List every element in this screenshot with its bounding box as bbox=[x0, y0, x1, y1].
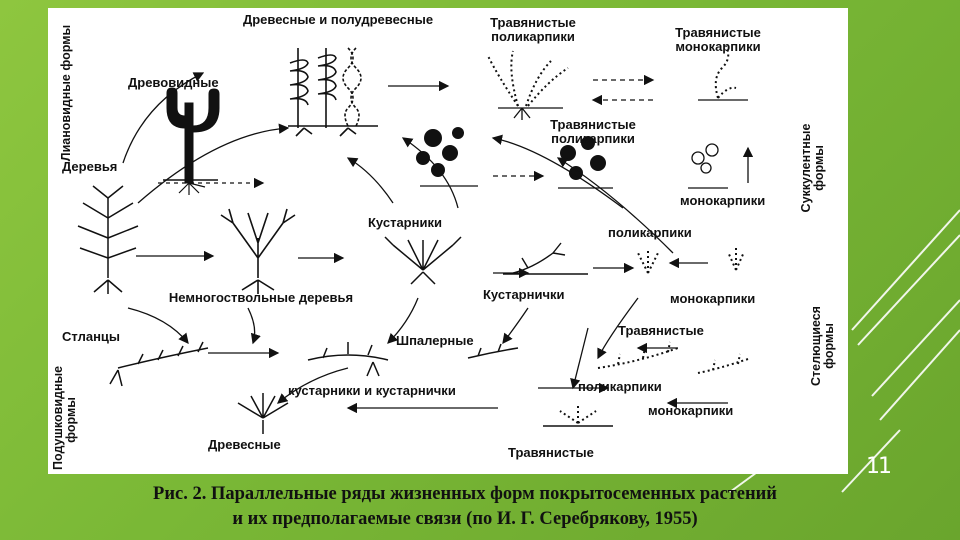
subshrub-icon bbox=[503, 243, 588, 274]
cactus-treelike-icon bbox=[163, 88, 219, 195]
cushion-icon bbox=[238, 393, 613, 434]
label-polycarpics-low: поликарпики bbox=[578, 380, 662, 394]
label-monocarpics-low: монокарпики bbox=[648, 404, 733, 418]
figure-caption: Рис. 2. Параллельные ряды жизненных форм… bbox=[40, 482, 890, 532]
label-woody-semiwoody: Древесные и полудревесные bbox=[238, 13, 438, 27]
label-treelike: Древовидные bbox=[128, 76, 219, 90]
caption-line-1: Рис. 2. Параллельные ряды жизненных форм… bbox=[40, 482, 890, 507]
label-monocarpics-mid: монокарпики bbox=[680, 194, 765, 208]
label-trees: Деревья bbox=[62, 160, 117, 174]
label-subshrubs: Кустарнички bbox=[483, 288, 565, 302]
slide-page-number: 11 bbox=[866, 454, 890, 479]
herb-polycarpic-top-icon bbox=[488, 51, 568, 120]
label-monocarpics-right: монокарпики bbox=[670, 292, 755, 306]
label-shrubs: Кустарники bbox=[368, 216, 442, 230]
label-herbaceous-low: Травянистые bbox=[618, 324, 704, 338]
tree-icon bbox=[78, 186, 138, 294]
succulent-monocarpic-icon bbox=[688, 144, 728, 188]
herb-monocarpic-top-icon bbox=[698, 46, 748, 100]
label-herbaceous-bottom: Травянистые bbox=[508, 446, 594, 460]
label-stlanets: Стланцы bbox=[62, 330, 120, 344]
label-succulent-forms: Суккулентные формы bbox=[800, 118, 826, 218]
stlanets-icon bbox=[110, 342, 208, 386]
shrub-icon bbox=[385, 237, 461, 284]
label-herb-polycarpics-top: Травянистые поликарпики bbox=[458, 16, 608, 44]
label-polycarpics-right: поликарпики bbox=[608, 226, 692, 240]
life-forms-figure: Лиановидные формы Древесные и полудревес… bbox=[48, 8, 848, 474]
caption-line-2: и их предполагаемые связи (по И. Г. Сере… bbox=[40, 507, 890, 532]
label-herb-polycarpics-mid: Травянистые поликарпики bbox=[518, 118, 668, 146]
label-creeping-forms: Стелющиеся формы bbox=[810, 306, 836, 386]
creeping-herbs-icon bbox=[598, 342, 748, 373]
herb-right-icon bbox=[638, 248, 744, 273]
label-multistem-trees: Немногоствольные деревья bbox=[166, 291, 356, 305]
label-cushion-forms: Подушковидные формы bbox=[52, 370, 78, 470]
label-liana-forms: Лиановидные формы bbox=[60, 18, 73, 168]
label-trellis: Шпалерные bbox=[396, 334, 474, 348]
label-woody-bottom: Древесные bbox=[208, 438, 281, 452]
label-shrubs-and-subshrubs: кустарники и кустарнички bbox=[288, 384, 456, 398]
liana-spirals-icon bbox=[288, 48, 378, 136]
multistem-tree-icon bbox=[221, 209, 295, 294]
label-herb-monocarpics-top: Травянистые монокарпики bbox=[638, 26, 798, 54]
